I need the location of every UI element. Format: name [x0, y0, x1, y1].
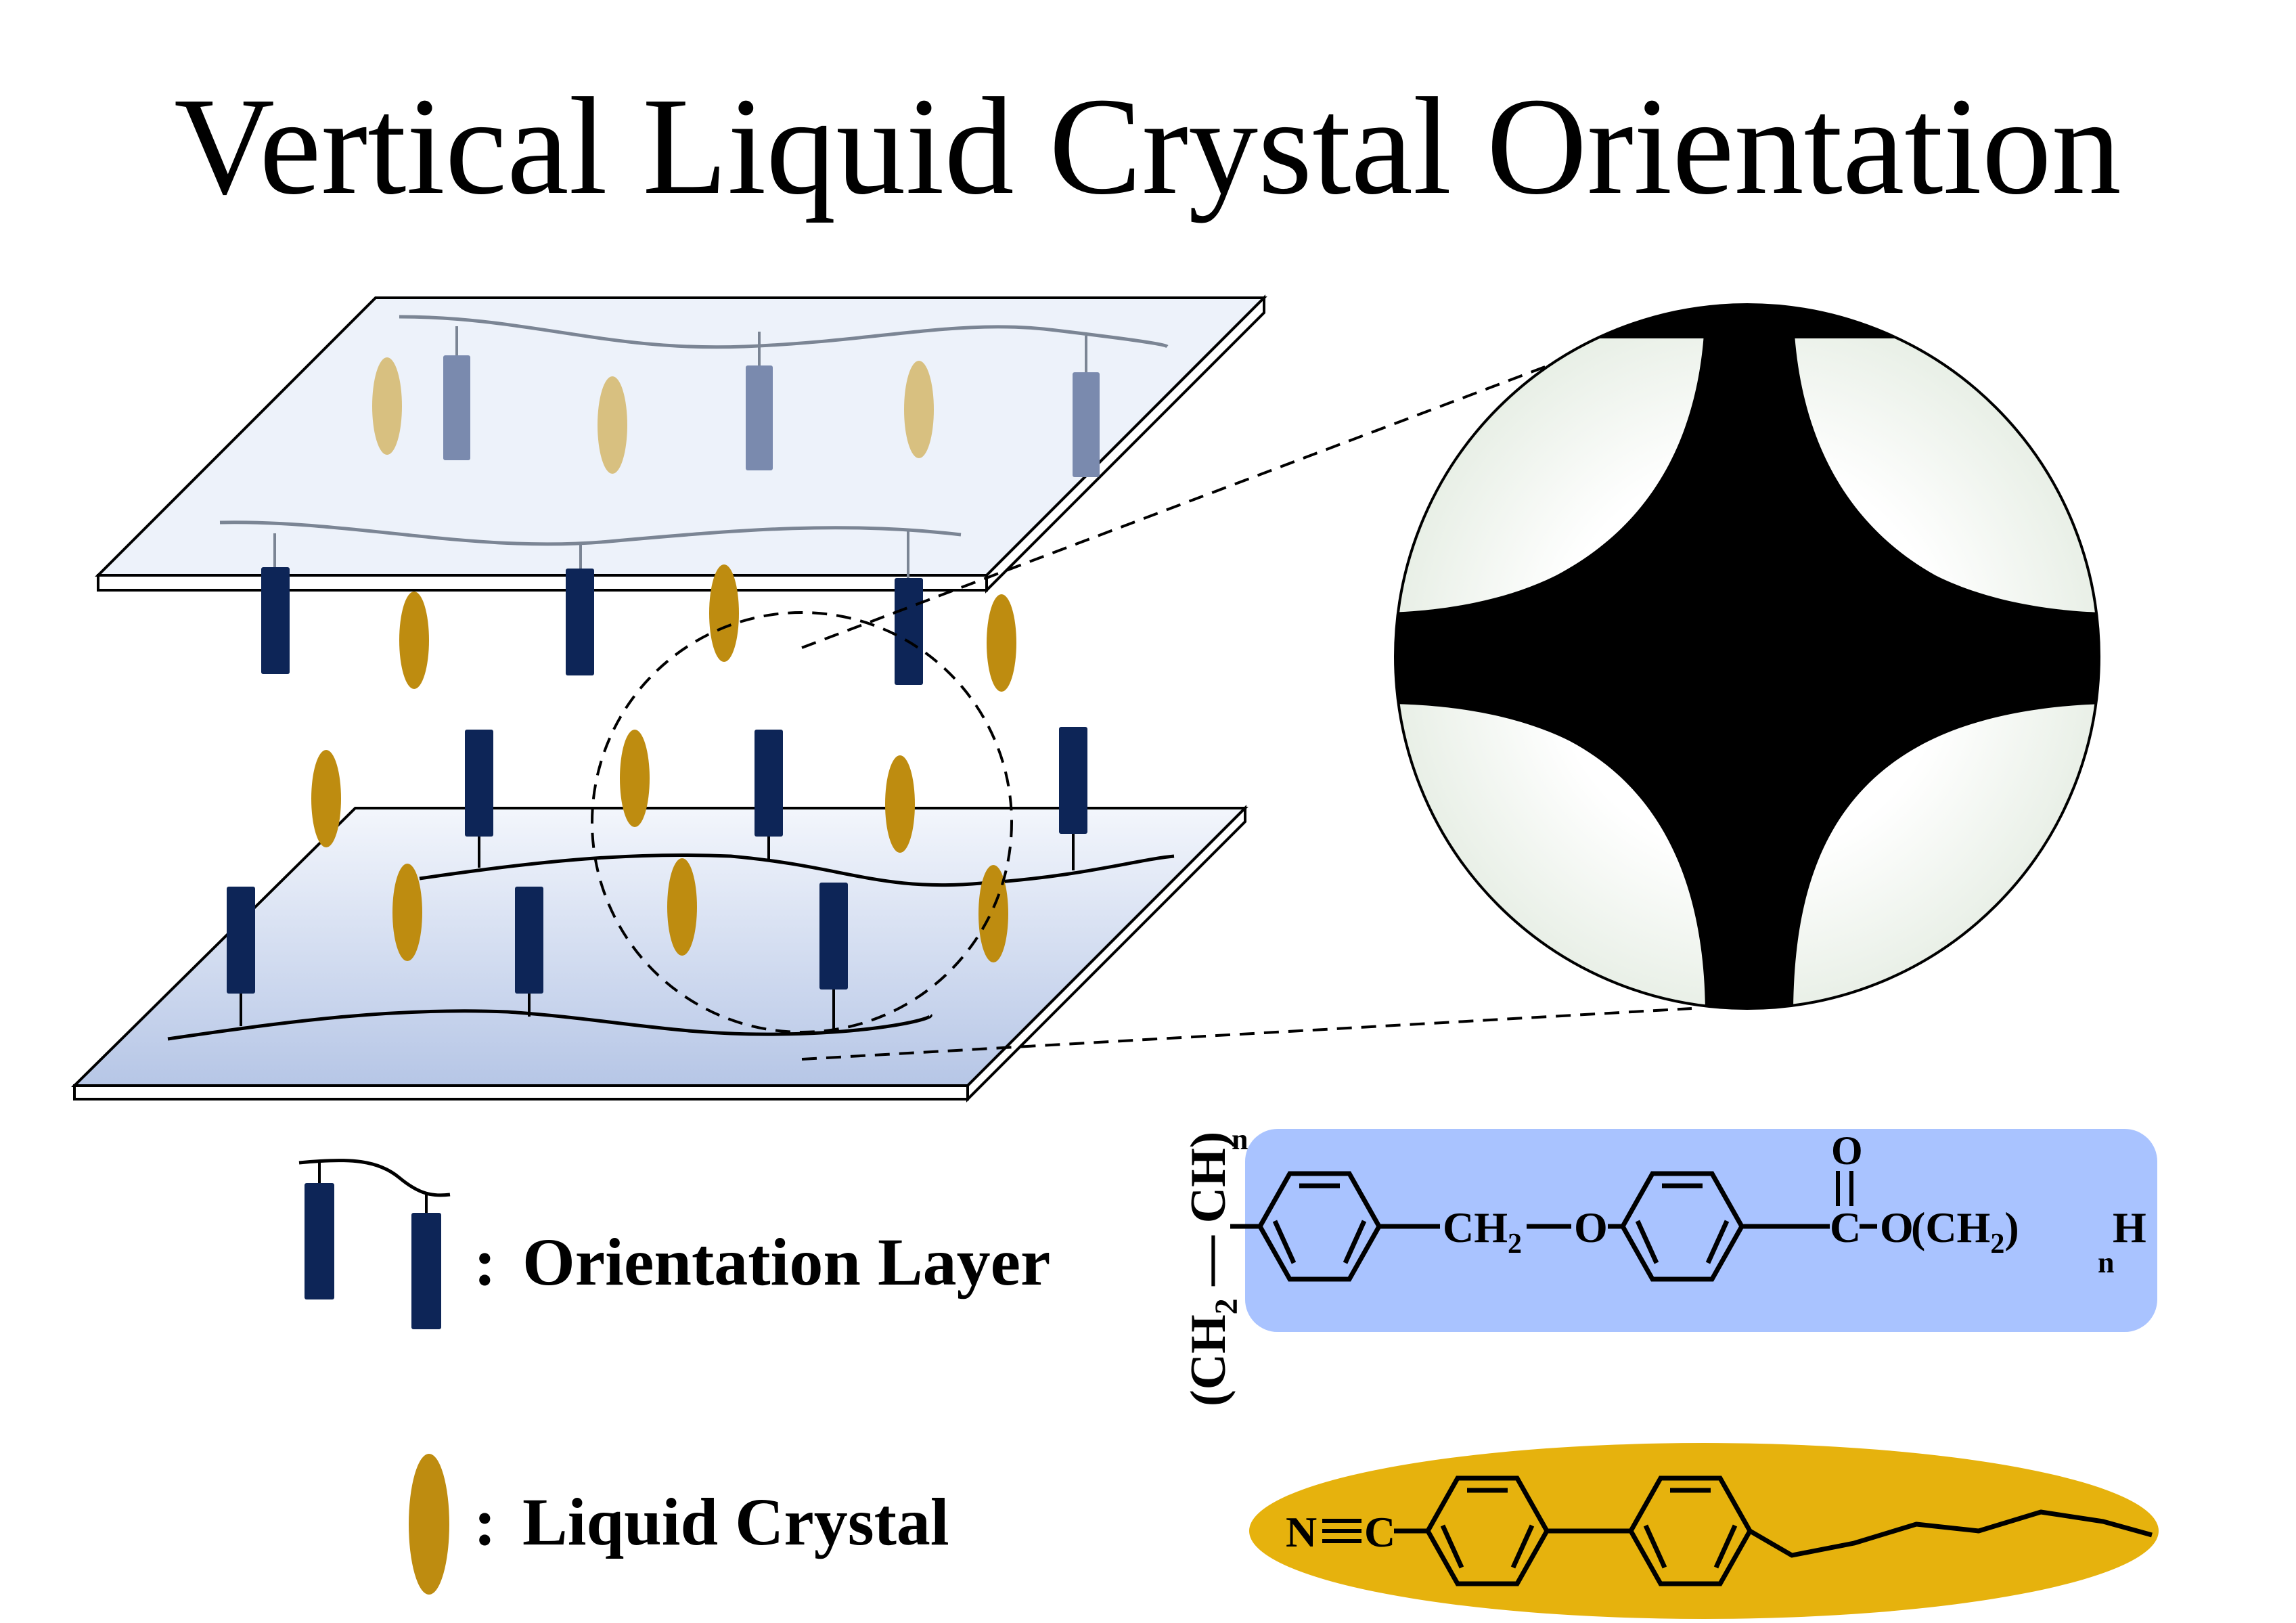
orientation-rod-faded — [746, 365, 773, 470]
linker-ch2: CH — [1443, 1203, 1508, 1251]
legend-separator: : — [474, 1224, 496, 1299]
backbone-bracket-right: ) — [1181, 1132, 1236, 1149]
svg-text:CH2: CH2 — [1443, 1203, 1522, 1260]
backbone-ch2-subscript: 2 — [1209, 1298, 1244, 1314]
liquid-crystal — [709, 564, 739, 662]
bottom-plate-lower-orientation-layer — [167, 858, 1008, 1041]
zoom-connector-line — [801, 1007, 1692, 1061]
zoom-region-circle — [591, 611, 1013, 1033]
liquid-crystal — [978, 865, 1008, 962]
conoscopic-image-border — [1394, 303, 2100, 1010]
polymer-chain-line — [399, 315, 1169, 349]
svg-text:(CH2 — CH): (CH2 — CH) — [1181, 1132, 1244, 1406]
liquid-crystal-faded — [598, 376, 627, 474]
orientation-rod — [227, 887, 255, 994]
legend-orientation-rod-icon — [411, 1213, 441, 1329]
orientation-rod — [1059, 727, 1087, 834]
zoom-connector-line — [801, 357, 1567, 649]
carbonyl-oxygen: O — [1831, 1128, 1863, 1173]
polymer-chain-line — [167, 1009, 932, 1041]
liquid-crystal — [311, 750, 341, 847]
liquid-crystal — [620, 730, 650, 827]
liquid-crystal — [399, 592, 429, 689]
orientation-rod — [755, 730, 783, 837]
liquid-crystal-faded — [904, 361, 934, 458]
liquid-crystal — [987, 594, 1016, 692]
tail-hydrogen: H — [2113, 1203, 2146, 1251]
orientation-rod — [819, 883, 848, 990]
pentyl-chain — [1749, 1509, 2153, 1558]
orientation-rod — [566, 569, 594, 675]
tail-bracket-left: ( — [1911, 1203, 1925, 1251]
orientation-rod-faded — [1073, 372, 1100, 477]
tail-ch2: CH — [1925, 1203, 1990, 1251]
legend-label-orientation-layer: Orientation Layer — [522, 1224, 1050, 1299]
polymer-structure: (CH2 — CH) n CH2 O O C — [1181, 1123, 2157, 1406]
liquid-crystal — [667, 858, 697, 956]
legend-polymer-chain-icon — [298, 1159, 451, 1197]
backbone-bracket-left: ( — [1181, 1389, 1236, 1406]
ether-oxygen: O — [1574, 1203, 1608, 1251]
nitrile-nitrogen: N — [1286, 1508, 1317, 1556]
orientation-rod — [261, 567, 290, 674]
nitrile-carbon: C — [1364, 1508, 1395, 1556]
legend-liquid-crystal-icon — [409, 1454, 449, 1595]
liquid-crystal-structure: N C — [1249, 1443, 2159, 1619]
orientation-rod — [515, 887, 543, 994]
tail-subscript: 2 — [1990, 1228, 2004, 1260]
page-title: Vertical Liquid Crystal Orientation — [174, 68, 2121, 223]
legend-orientation-rod-icon — [305, 1183, 334, 1299]
liquid-crystal-structure-ellipse — [1249, 1443, 2159, 1619]
legend-separator: : — [474, 1484, 496, 1559]
bottom-plate-side-edge — [966, 805, 1246, 1103]
liquid-crystal — [885, 755, 915, 853]
legend-orientation-layer: : Orientation Layer — [298, 1159, 1050, 1329]
ester-oxygen: O — [1880, 1203, 1914, 1251]
polymer-chain-line — [419, 853, 1175, 887]
top-plate-front-edge — [97, 574, 988, 592]
orientation-rod-faded — [443, 355, 470, 460]
orientation-rod — [465, 730, 493, 837]
polymer-chain-line — [219, 520, 962, 546]
backbone-ch: CH — [1181, 1148, 1236, 1223]
backbone-ch2: CH — [1181, 1314, 1236, 1389]
linker-subscript: 2 — [1508, 1228, 1522, 1260]
conoscopic-image — [1395, 305, 2099, 1008]
liquid-crystal — [392, 864, 422, 961]
polymer-structure-box — [1245, 1129, 2157, 1332]
backbone-repeat-n: n — [1232, 1123, 1248, 1156]
orientation-rod — [895, 578, 923, 685]
top-plate-side-edge — [985, 294, 1265, 594]
liquid-crystal-faded — [372, 357, 402, 455]
bottom-plate-front-edge — [73, 1084, 969, 1100]
legend-liquid-crystal: : Liquid Crystal — [409, 1454, 949, 1595]
legend-label-liquid-crystal: Liquid Crystal — [522, 1484, 949, 1559]
tail-repeat-n: n — [2098, 1246, 2114, 1279]
bottom-plate-upper-orientation-layer — [311, 727, 1175, 887]
top-plate-upper-orientation-layer — [372, 315, 1169, 477]
carbonyl-carbon: C — [1830, 1203, 1861, 1251]
svg-text:(CH2): (CH2) — [1911, 1203, 2019, 1260]
